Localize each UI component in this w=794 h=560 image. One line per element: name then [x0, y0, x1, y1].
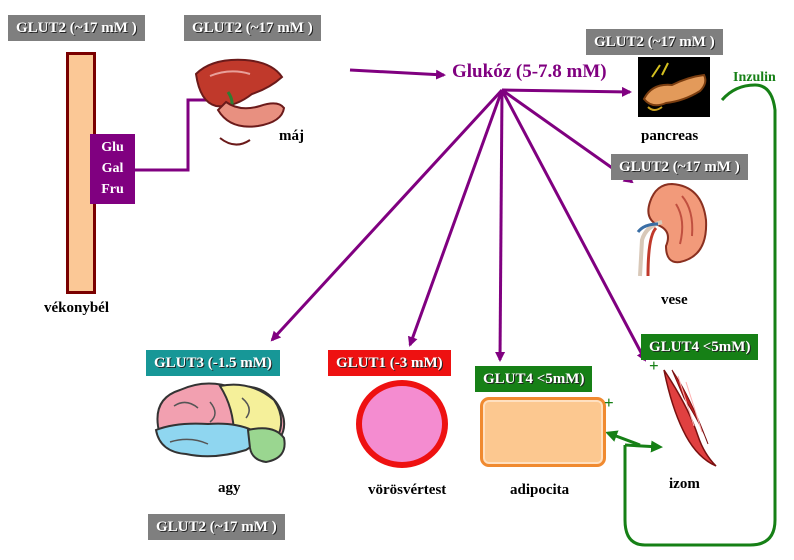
glucose-to-brain-arrow [270, 88, 504, 342]
glut3-brain-box: GLUT3 (-1.5 mM) [146, 350, 280, 376]
sugar-fru: Fru [101, 182, 124, 197]
insulin-to-muscle-arrow [624, 440, 663, 453]
liver-to-glucose-arrow [349, 68, 446, 80]
sugar-gal: Gal [101, 161, 124, 176]
kidney-image [636, 182, 708, 277]
glut4-adipocyte-box: GLUT4 <5mM) [475, 366, 593, 392]
rbc-label: vörösvértest [368, 482, 447, 498]
insulin-loop-line [623, 83, 777, 547]
liver-label: máj [279, 128, 304, 144]
intestine-label: vékonybél [44, 300, 110, 316]
glucose-to-adipocyte-arrow [495, 89, 506, 362]
glucose-label: Glukóz (5-7.8 mM) [452, 61, 607, 82]
pancreas-label: pancreas [641, 128, 699, 144]
glucose-to-rbc-arrow [408, 89, 504, 347]
insulin-to-adipocyte-arrow [605, 430, 641, 447]
muscle-image [663, 369, 717, 467]
glucose-to-muscle-arrow [500, 89, 647, 362]
glucose-to-kidney-arrow [501, 88, 634, 184]
adipocyte-plus-sign: + [604, 393, 614, 412]
sugar-glu: Glu [101, 140, 124, 155]
brain-image [154, 382, 286, 464]
kidney-label: vese [661, 292, 688, 308]
adipocyte-label: adipocita [510, 482, 570, 498]
sugar-box: Glu Gal Fru [90, 134, 135, 204]
glucose-to-pancreas-arrow [501, 86, 632, 97]
glut2-bottom-box: GLUT2 (~17 mM ) [148, 514, 285, 540]
red-blood-cell [356, 380, 448, 468]
insulin-label: Inzulin [733, 70, 776, 85]
glut2-kidney-box: GLUT2 (~17 mM ) [611, 154, 748, 180]
liver-image [194, 58, 286, 146]
brain-label: agy [218, 480, 241, 496]
glut2-liver-box: GLUT2 (~17 mM ) [184, 15, 321, 41]
adipocyte-cell [480, 397, 606, 467]
muscle-label: izom [669, 476, 700, 492]
glut1-rbc-box: GLUT1 (-3 mM) [328, 350, 451, 376]
glut2-intestine-box: GLUT2 (~17 mM ) [8, 15, 145, 41]
pancreas-image [638, 57, 710, 117]
glut2-pancreas-box: GLUT2 (~17 mM ) [586, 29, 723, 55]
muscle-plus-sign: + [649, 356, 659, 375]
glut4-muscle-box: GLUT4 <5mM) [641, 334, 759, 360]
